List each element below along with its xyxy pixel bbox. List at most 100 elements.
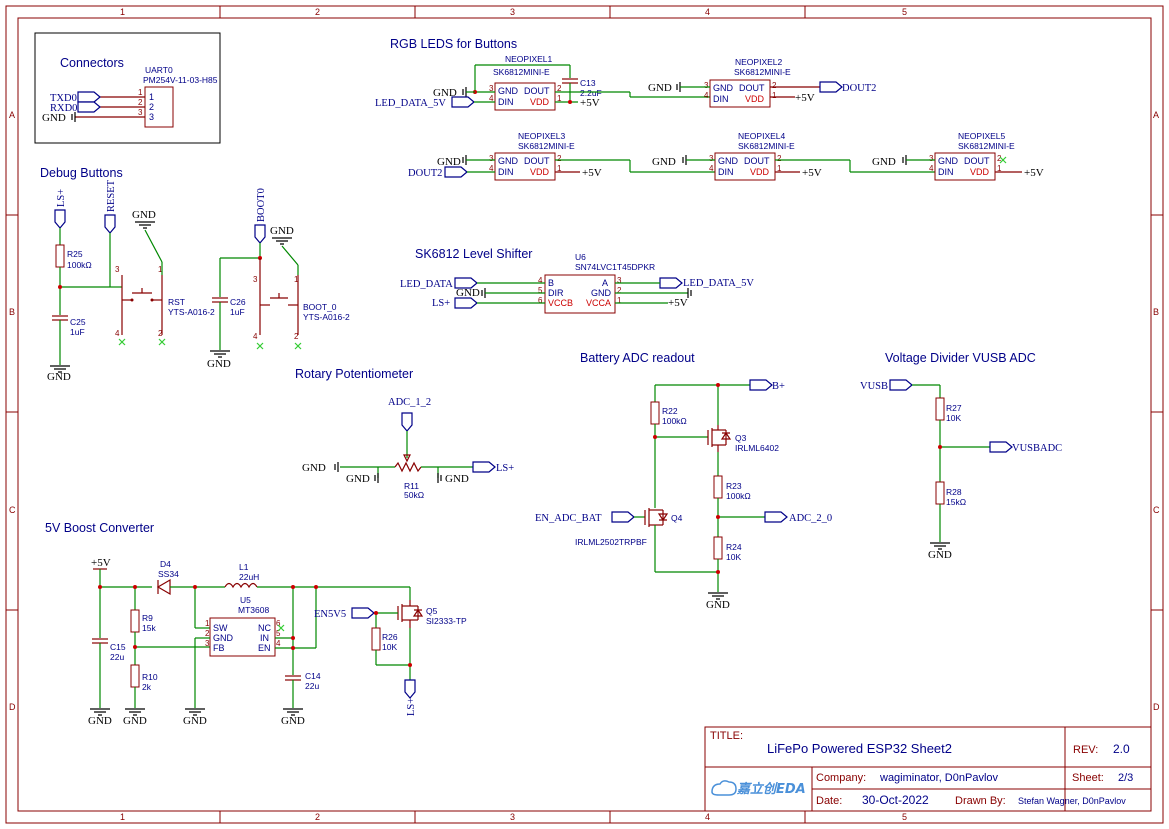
sheet-frame: 1 2 3 4 5 1 2 3 4 5 A B C D A B C D [5, 5, 1164, 824]
r28-ref: R28 [946, 487, 962, 497]
title-block: TITLE: LiFePo Powered ESP32 Sheet2 REV: … [704, 726, 1152, 812]
gnd-c26 [210, 350, 230, 358]
connectors-section: Connectors UART0 PM254V-11-03-H85 1 2 3 … [34, 32, 221, 144]
net-rxd0: RXD0 [50, 103, 77, 114]
section-title-rgb: RGB LEDS for Buttons [390, 37, 517, 51]
np1-value: SK6812MINI-E [493, 67, 550, 77]
eda-logo-text: 嘉立创EDA [736, 781, 806, 797]
u6-ref: U6 [575, 252, 586, 262]
r9-value: 15k [142, 623, 156, 633]
r25-resistor [55, 244, 65, 268]
gnd-c14 [283, 708, 303, 716]
r24-resistor [713, 536, 723, 560]
gnd-r10 [125, 708, 145, 716]
led-data-5v-port-u6 [659, 277, 683, 289]
gnd-battery [708, 592, 728, 600]
u5-pin4: 4 [276, 639, 281, 648]
np4-gnd: GND [718, 156, 739, 166]
r11-value: 50kΩ [404, 490, 424, 500]
section-title-vusb: Voltage Divider VUSB ADC [885, 351, 1036, 365]
net-boot0: BOOT0 [256, 188, 267, 222]
np3-gnd: GND [498, 156, 519, 166]
gnd-np3 [462, 155, 467, 165]
adc-2-0-port [764, 511, 788, 523]
net-en-adc-bat: EN_ADC_BAT [535, 513, 602, 524]
section-title-connectors: Connectors [60, 56, 124, 70]
gnd-vusb [930, 542, 950, 550]
uart0-pinnum-2: 2 [138, 98, 143, 107]
q5-value: SI2333-TP [426, 616, 467, 626]
net-gnd-u5: GND [183, 715, 207, 727]
section-title-rotary: Rotary Potentiometer [295, 367, 413, 381]
c26-value: 1uF [230, 307, 245, 317]
r25-ref: R25 [67, 249, 83, 259]
np5-pin1: 1 [997, 164, 1002, 173]
np4-vdd: VDD [750, 167, 770, 177]
np1-pin3: 3 [489, 84, 494, 93]
vusb-adc-section: Voltage Divider VUSB ADC VUSB R27 10K VU… [860, 351, 1062, 561]
uart0-pin-3: 3 [149, 112, 154, 122]
np2-gnd: GND [713, 83, 734, 93]
date-value: 30-Oct-2022 [862, 793, 929, 807]
np1-pin4: 4 [489, 94, 494, 103]
col-label-4-bottom: 4 [705, 812, 710, 822]
uart0-value: PM254V-11-03-H85 [143, 75, 218, 85]
gnd-c15 [90, 708, 110, 716]
l1-value: 22uH [239, 572, 259, 582]
np5-pin4: 4 [929, 164, 934, 173]
gnd-u6-right [687, 288, 692, 298]
r11-ref: R11 [404, 481, 419, 491]
net-5v-np4: +5V [802, 167, 822, 179]
np1-vdd: VDD [530, 97, 550, 107]
net-txd0: TXD0 [50, 93, 77, 104]
col-label-1: 1 [120, 7, 125, 17]
u5-ic [209, 617, 276, 657]
txd0-port [77, 91, 101, 103]
level-shifter-section: SK6812 Level Shifter U6 SN74LVC1T45DPKR … [400, 247, 754, 314]
np2-dout: DOUT [739, 83, 765, 93]
net-ls-plus-boost: LS+ [406, 698, 417, 716]
rgb-leds-section: RGB LEDS for Buttons NEOPIXEL1 SK6812MIN… [375, 37, 1044, 181]
u6-a: A [602, 278, 608, 288]
date-label: Date: [816, 795, 842, 807]
rxd0-port [77, 101, 101, 113]
r26-value: 10K [382, 642, 397, 652]
np2-pin2: 2 [772, 81, 777, 90]
boot0-port [254, 224, 266, 244]
col-label-5-bottom: 5 [902, 812, 907, 822]
u5-fb: FB [213, 643, 225, 653]
net-gnd-uart: GND [42, 112, 66, 124]
uart0-pinnum-1: 1 [138, 88, 143, 97]
u6-value: SN74LVC1T45DPKR [575, 262, 655, 272]
np2-pin1: 1 [772, 91, 777, 100]
r9-resistor [130, 609, 140, 633]
np1-pin1: 1 [557, 94, 562, 103]
np5-pin2: 2 [997, 154, 1002, 163]
uart0-pin-1: 1 [149, 92, 154, 102]
u6-gnd: GND [591, 288, 612, 298]
c25-ref: C25 [70, 317, 86, 327]
sheet-value: 2/3 [1118, 772, 1133, 784]
dout2-port-in [444, 166, 468, 178]
net-gnd-np1: GND [433, 87, 457, 99]
neopixel1 [494, 82, 556, 111]
net-gnd-np5: GND [872, 156, 896, 168]
np5-value: SK6812MINI-E [958, 141, 1015, 151]
r10-resistor [130, 664, 140, 688]
r24-ref: R24 [726, 542, 742, 552]
boot-value: YTS-A016-2 [303, 312, 350, 322]
net-gnd-c25: GND [47, 371, 71, 383]
row-label-b-right: B [1153, 307, 1159, 317]
cloud-logo-icon [711, 780, 737, 796]
net-gnd-np4: GND [652, 156, 676, 168]
sheet-title: LiFePo Powered ESP32 Sheet2 [767, 741, 952, 756]
np5-gnd: GND [938, 156, 959, 166]
company-value: wagiminator, D0nPavlov [879, 772, 999, 784]
battery-adc-section: Battery ADC readout B+ R22 100kΩ Q3 IRLM… [535, 351, 832, 611]
gnd-rst [135, 221, 155, 229]
led-data-5v-port [451, 96, 475, 108]
b-plus-port [749, 379, 773, 391]
u5-gnd: GND [213, 633, 234, 643]
net-adc-2-0: ADC_2_0 [789, 513, 832, 524]
boot-pin1: 1 [294, 275, 299, 284]
